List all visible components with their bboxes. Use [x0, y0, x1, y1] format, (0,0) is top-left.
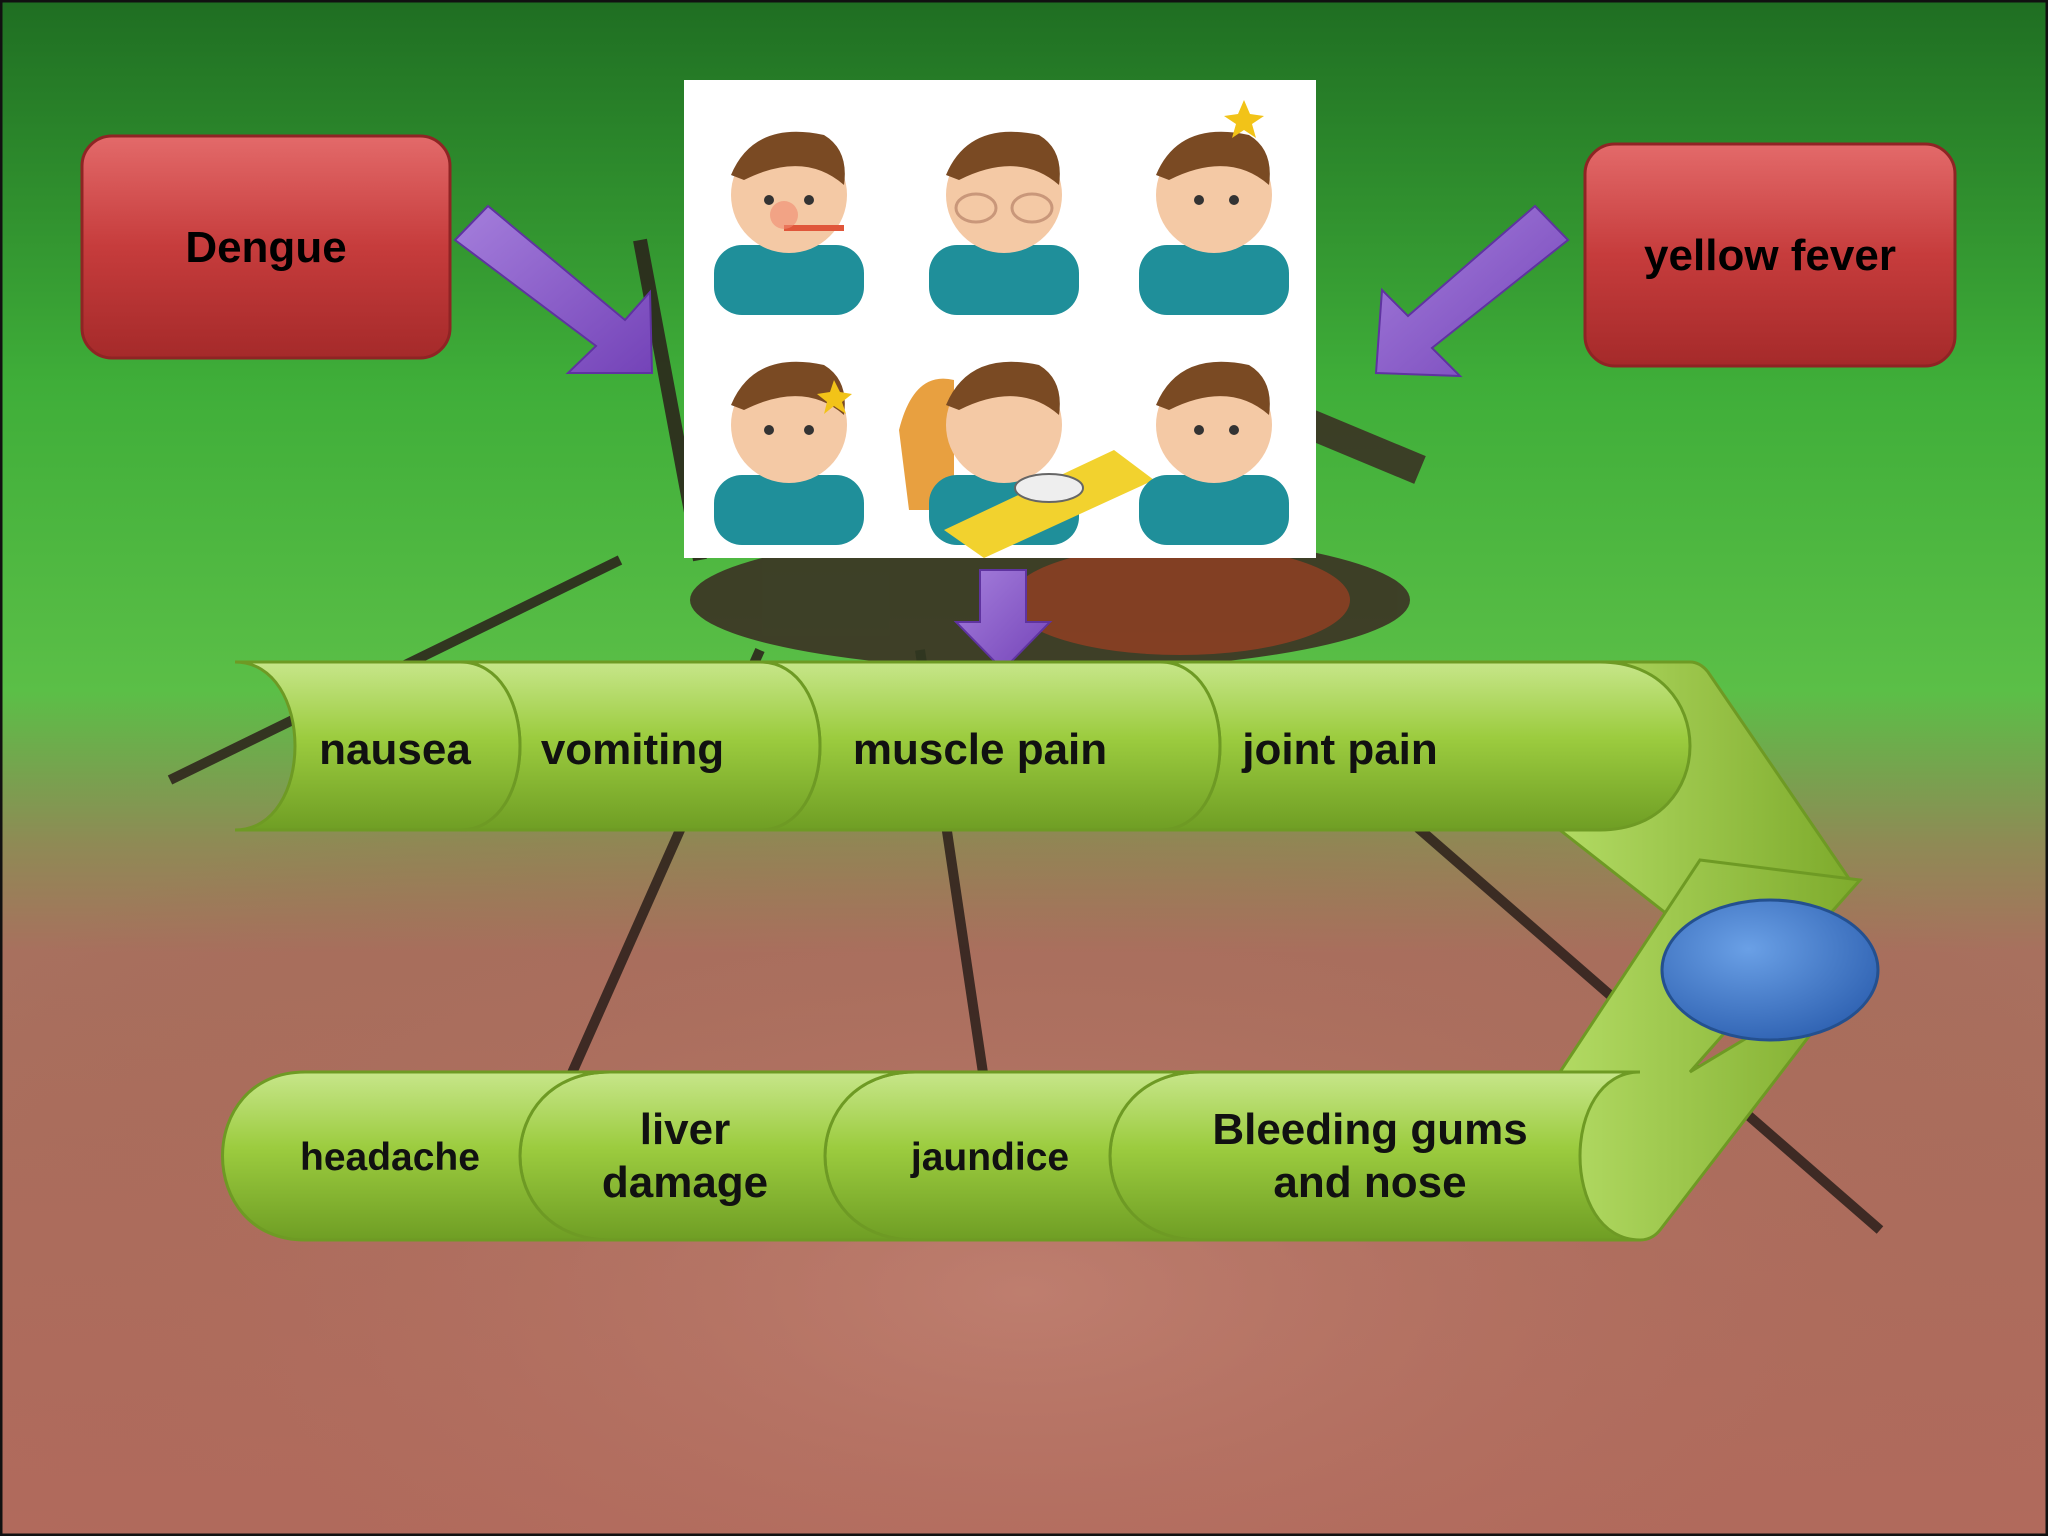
- figure-headache: [1139, 100, 1289, 315]
- figure-fever: [714, 131, 864, 315]
- sick-boy-symptoms-icon: [684, 80, 1316, 558]
- figure-loss-of-appetite: [899, 361, 1154, 558]
- figure-rash: [1139, 361, 1289, 545]
- symptom-label: vomiting: [540, 725, 725, 774]
- yellow-fever-label: yellow fever: [1644, 231, 1896, 280]
- symptom-label: headache: [300, 1136, 480, 1179]
- chain-bottom-seg-1: [221, 1070, 611, 1242]
- symptom-label: joint pain: [1242, 725, 1438, 774]
- yellow-fever-box: [1583, 142, 1957, 368]
- symptom-label: Bleeding gums and nose: [1212, 1105, 1528, 1207]
- arrow-dengue-icon: [453, 204, 654, 374]
- arrow-yellow-fever-icon: [1374, 204, 1570, 378]
- figure-eye-pain: [929, 131, 1079, 315]
- bend-oval: [1660, 898, 1880, 1042]
- chain-bottom: [221, 858, 1864, 1242]
- symptom-label: muscle pain: [852, 725, 1108, 774]
- dengue-label: Dengue: [185, 223, 347, 272]
- symptom-label: jaundice: [910, 1136, 1070, 1179]
- chain-top-seg-1: [234, 660, 522, 832]
- dengue-box: [80, 134, 452, 360]
- figure-joint-pain: [714, 361, 864, 545]
- arrow-down-icon: [953, 569, 1053, 672]
- symptom-label: liver damage: [601, 1105, 769, 1207]
- symptom-label: nausea: [319, 725, 471, 774]
- sick-boy-illustration: [684, 80, 1316, 558]
